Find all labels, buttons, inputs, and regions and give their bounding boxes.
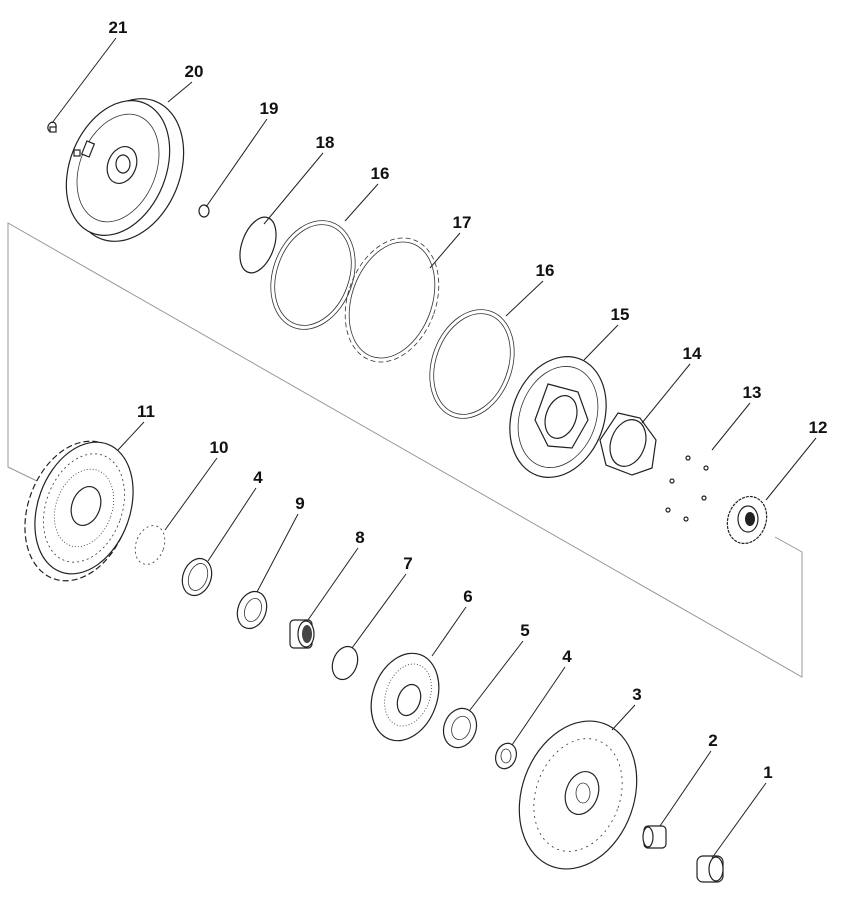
callout-c9: 9 — [256, 494, 305, 593]
callout-c11: 11 — [117, 402, 155, 451]
callout-c17: 17 — [429, 213, 472, 269]
leader-line — [511, 666, 566, 746]
callout-c16b: 16 — [505, 261, 555, 317]
part-number-label: 12 — [809, 418, 828, 437]
part-number-label: 11 — [137, 402, 155, 421]
part-4-washer — [181, 557, 213, 597]
leader-line — [659, 750, 712, 827]
part-number-label: 8 — [355, 528, 364, 547]
callout-c15: 15 — [583, 305, 630, 361]
part-11-turbine — [24, 440, 134, 582]
part-15-piston — [509, 356, 607, 478]
part-number-label: 16 — [536, 261, 555, 280]
callout-c12: 12 — [765, 418, 828, 501]
callout-c4a: 4 — [207, 468, 263, 562]
callout-c13: 13 — [711, 383, 762, 451]
leader-line — [765, 437, 817, 501]
callout-c21: 21 — [51, 18, 128, 124]
part-16-seal — [270, 220, 356, 330]
leader-line — [164, 457, 218, 531]
leader-line — [351, 573, 407, 649]
part-18-ring — [239, 216, 277, 274]
part-6-stator — [370, 652, 440, 742]
leader-line — [711, 402, 751, 451]
callout-c10: 10 — [164, 438, 229, 531]
part-number-label: 15 — [611, 305, 630, 324]
leader-line — [51, 37, 117, 124]
leader-line — [344, 183, 379, 222]
callout-c4b: 4 — [511, 647, 572, 746]
part-number-label: 18 — [316, 133, 335, 152]
part-number-label: 14 — [683, 344, 702, 363]
leader-line — [431, 606, 467, 657]
part-4-washer-2 — [495, 742, 517, 770]
leader-line — [583, 324, 619, 361]
part-number-label: 9 — [295, 494, 304, 513]
part-14-damper-plate — [599, 412, 657, 476]
part-number-label: 4 — [253, 468, 263, 487]
callout-c1: 1 — [711, 763, 773, 859]
part-5-race — [442, 707, 478, 749]
callout-c7: 7 — [351, 554, 413, 649]
assembly-outline — [7, 222, 803, 678]
part-9-bearing — [236, 590, 268, 630]
leader-line — [207, 487, 257, 562]
part-2-sleeve — [642, 825, 667, 849]
part-number-label: 7 — [403, 554, 412, 573]
leader-line — [505, 280, 544, 317]
part-13-rivets — [665, 455, 709, 522]
callout-c3: 3 — [611, 685, 642, 731]
part-8-roller-bearing — [289, 619, 315, 649]
part-number-label: 3 — [632, 685, 641, 704]
part-number-label: 20 — [185, 62, 204, 81]
part-10-thrust-balls — [134, 525, 166, 565]
leader-line — [711, 782, 767, 859]
part-16-seal-2 — [429, 309, 515, 419]
leader-line — [167, 81, 193, 103]
part-number-label: 10 — [210, 438, 229, 457]
callout-c5: 5 — [469, 621, 530, 711]
callout-c20: 20 — [167, 62, 204, 103]
part-number-label: 5 — [520, 621, 529, 640]
leader-line — [429, 232, 461, 269]
leader-line — [205, 118, 268, 208]
part-21-bolt — [47, 121, 57, 133]
part-number-label: 2 — [708, 731, 717, 750]
part-number-label: 19 — [260, 99, 279, 118]
callout-c2: 2 — [659, 731, 718, 827]
leader-line — [307, 547, 359, 621]
callout-c14: 14 — [641, 344, 702, 424]
leader-line — [256, 513, 299, 593]
part-number-label: 1 — [763, 763, 772, 782]
part-number-label: 16 — [371, 164, 390, 183]
callout-c6: 6 — [431, 587, 473, 657]
leader-line — [469, 640, 524, 711]
part-20-converter-cover — [65, 98, 185, 242]
part-number-label: 6 — [463, 587, 472, 606]
leader-line — [641, 363, 691, 424]
callout-c8: 8 — [307, 528, 365, 621]
part-number-label: 17 — [453, 213, 472, 232]
part-7-snap-ring — [331, 645, 359, 681]
callout-c19: 19 — [205, 99, 279, 208]
part-number-label: 4 — [562, 647, 572, 666]
part-17-friction-plate — [344, 237, 440, 363]
leader-line — [117, 421, 145, 451]
part-3-impeller — [518, 720, 638, 870]
leader-line — [611, 704, 636, 731]
part-1-cap — [696, 855, 724, 883]
part-number-label: 13 — [743, 383, 762, 402]
part-12-hub — [726, 495, 768, 545]
part-number-label: 21 — [109, 18, 128, 37]
leader-line — [263, 152, 324, 225]
callout-c16a: 16 — [344, 164, 390, 222]
part-19-bushing — [198, 204, 210, 218]
callout-c18: 18 — [263, 133, 335, 225]
